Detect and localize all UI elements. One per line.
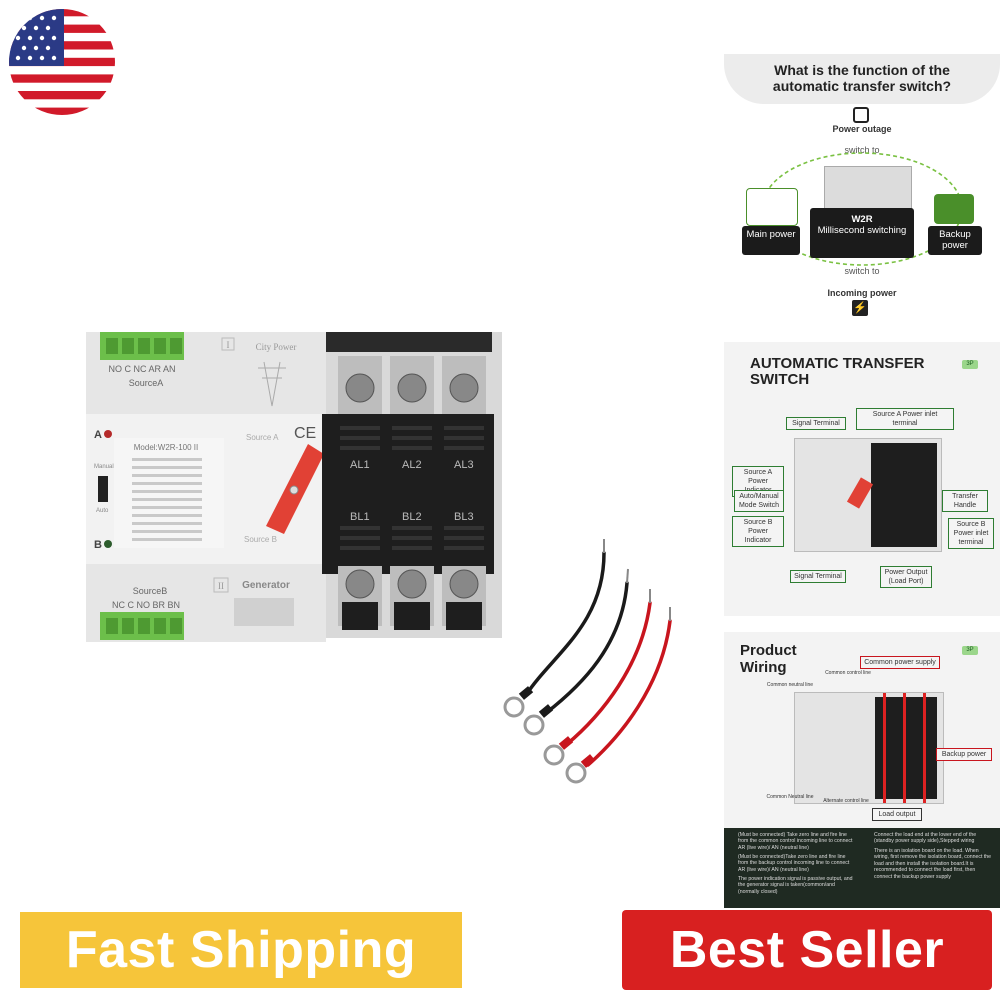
alternate-control-label: Alternate control line — [823, 798, 869, 804]
wiring-title: Product Wiring — [740, 642, 797, 676]
common-neutral-top-label: Common neutral line — [766, 682, 814, 688]
wiring-product-image — [794, 692, 944, 804]
phase-bl2: BL2 — [402, 511, 422, 523]
indicator-b-label: B — [94, 539, 102, 551]
source-a-mark: Source A — [246, 433, 279, 442]
top-screws — [338, 356, 486, 414]
transfer-handle-label: Transfer Handle — [942, 490, 988, 512]
source-b-inlet-label: Source B Power inlet terminal — [948, 518, 994, 549]
indicator-a-label: A — [94, 429, 102, 441]
wiring-note-4: Connect the load end at the lower end of… — [874, 832, 977, 845]
auto-label: Auto — [96, 508, 109, 514]
fast-shipping-badge: Fast Shipping — [20, 912, 462, 988]
wiring-3p-badge: 3P — [962, 646, 978, 655]
wiring-note-2: (Must be connected)Take zero line and fi… — [738, 854, 850, 873]
source-b-label: SourceB — [133, 586, 168, 596]
roman-one: I — [227, 340, 230, 350]
auto-manual-switch[interactable] — [98, 476, 108, 502]
wiring-notes: (Must be connected) Take zero line and f… — [724, 828, 1000, 908]
roman-two: II — [218, 581, 224, 591]
main-power-box: Main power — [742, 226, 800, 255]
backup-power-box: Backup power — [928, 226, 982, 255]
ats-product-image — [794, 438, 942, 552]
ats-title: AUTOMATIC TRANSFER SWITCH — [750, 355, 925, 388]
phase-bl3: BL3 — [454, 511, 474, 523]
function-panel: What is the function of the automatic tr… — [724, 50, 1000, 316]
phase-al3: AL3 — [454, 459, 474, 471]
wiring-panel: Product Wiring 3P Common power supply Co… — [724, 632, 1000, 908]
manual-label: Manual — [94, 464, 114, 470]
incoming-power-label: Incoming power — [827, 288, 897, 298]
switch-to-top: switch to — [844, 145, 880, 155]
signal-terminal-top-label: Signal Terminal — [786, 417, 846, 430]
city-power-label: City Power — [256, 342, 297, 352]
phase-al1: AL1 — [350, 459, 370, 471]
power-output-label: Power Output (Load Port) — [880, 566, 932, 588]
wiring-note-3: The power indication signal is passive o… — [738, 876, 853, 895]
load-output-label: Load output — [872, 808, 922, 821]
power-tower-icon — [258, 361, 286, 407]
source-a-led-icon — [104, 430, 112, 438]
phase-al2: AL2 — [402, 459, 422, 471]
backup-power-label: Backup power — [936, 748, 992, 761]
wiring-note-1: (Must be connected) Take zero line and f… — [738, 832, 853, 851]
auto-manual-label: Auto/Manual Mode Switch — [734, 490, 784, 512]
source-b-indicator-label: Source B Power Indicator — [732, 516, 784, 547]
connection-wires-image — [503, 539, 672, 784]
lightning-icon: ⚡ — [852, 300, 868, 316]
model-label: Model:W2R-100 II — [134, 443, 198, 452]
ce-mark: CE — [294, 425, 316, 442]
w2r-box: W2R Millisecond switching — [810, 208, 914, 258]
handle-screw-icon — [289, 485, 299, 495]
source-b-led-icon — [104, 540, 112, 548]
common-neutral-bottom-label: Common Neutral line — [766, 794, 814, 800]
best-seller-badge: Best Seller — [622, 910, 992, 990]
source-a-label: SourceA — [129, 378, 164, 388]
function-title: What is the function of the automatic tr… — [724, 54, 1000, 104]
common-control-line-label: Common control line — [825, 670, 871, 676]
bottom-screws — [338, 566, 486, 630]
bottom-terminal-labels: NC C NO BR BN — [112, 600, 180, 610]
transfer-switch-image: NO C NC AR AN SourceA I City Power Model… — [86, 332, 502, 642]
outage-icon — [853, 107, 869, 123]
generator-icon — [234, 598, 294, 626]
tower-icon — [746, 188, 798, 226]
source-b-mark: Source B — [244, 535, 277, 544]
w2r-product-icon — [824, 166, 912, 212]
common-power-supply-label: Common power supply — [860, 656, 940, 669]
generator-label: Generator — [242, 580, 290, 591]
power-outage-label: Power outage — [832, 124, 892, 134]
signal-terminal-bottom-label: Signal Terminal — [790, 570, 846, 583]
phase-bl1: BL1 — [350, 511, 370, 523]
top-terminal-labels: NO C NC AR AN — [108, 364, 175, 374]
us-flag-icon — [9, 9, 115, 115]
battery-icon — [934, 194, 974, 224]
ats-panel: AUTOMATIC TRANSFER SWITCH 3P Signal Term… — [724, 342, 1000, 616]
ats-3p-badge: 3P — [962, 360, 978, 369]
wiring-note-5: There is an isolation board on the load.… — [874, 848, 992, 880]
source-a-inlet-label: Source A Power inlet terminal — [856, 408, 954, 430]
switch-to-bottom: switch to — [844, 266, 880, 276]
